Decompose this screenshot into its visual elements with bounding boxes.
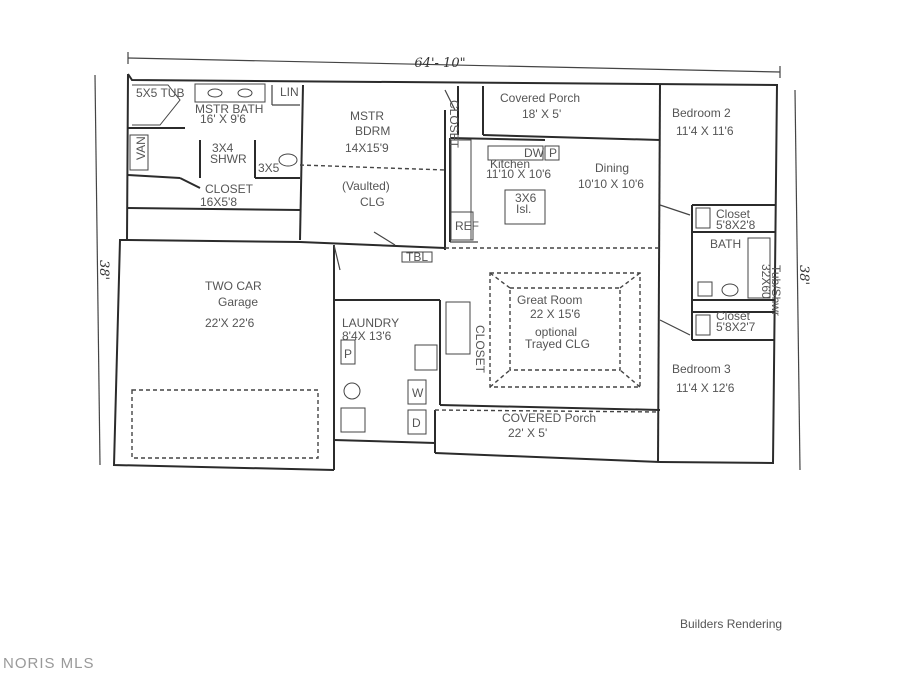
dishwasher-label: DW [524, 146, 545, 160]
garage-label-2: Garage [218, 295, 258, 309]
tbl-label: TBL [406, 250, 428, 264]
wc-label: 3X5 [258, 161, 280, 175]
mstr-bdrm-label-2: BDRM [355, 124, 390, 138]
rear-porch-label: Covered Porch [500, 91, 580, 105]
washer-label: W [412, 386, 424, 400]
bedroom-wing-walls [659, 204, 775, 341]
shower-label: SHWR [210, 152, 247, 166]
mstr-bdrm-label-1: MSTR [350, 109, 384, 123]
rear-porch-size: 18' X 5' [522, 107, 561, 121]
van-label: VAN [134, 136, 148, 160]
front-porch-label: COVERED Porch [502, 411, 596, 425]
caption-text: Builders Rendering [680, 617, 782, 631]
island-size: 3X6 [515, 191, 537, 205]
entry-closet-label: CLOSET [447, 100, 461, 149]
laundry-label: LAUNDRY [342, 316, 399, 330]
great-room-optional: optional [535, 325, 577, 339]
vaulted-clg-label: CLG [360, 195, 385, 209]
closet-b2-size: 5'8X2'8 [716, 218, 756, 232]
mstr-bath-label: MSTR BATH [195, 102, 263, 116]
great-room-size: 22 X 15'6 [530, 307, 581, 321]
closet-b2-label: Closet [716, 207, 751, 221]
bedroom3-label: Bedroom 3 [672, 362, 731, 376]
bath-tub-size: 32X60 [759, 264, 773, 299]
front-porch-size: 22' X 5' [508, 426, 547, 440]
width-dimension: 64'- 10" [414, 56, 465, 71]
laundry-pantry-label: P [344, 347, 352, 361]
left-depth-dimension: 38' [96, 260, 111, 280]
closet-b3-size: 5'8X2'7 [716, 320, 756, 334]
bath-tub-label: Tub/Shwr [769, 265, 783, 316]
kitchen-label: Kitchen [490, 157, 530, 171]
great-room-closet-label: CLOSET [473, 325, 487, 374]
front-porch-line [434, 409, 659, 413]
table-symbol [401, 251, 433, 263]
lin-label: LIN [280, 85, 299, 99]
bedroom3-size: 11'4 X 12'6 [676, 381, 735, 395]
dining-label: Dining [595, 161, 629, 175]
mstr-bdrm-size: 14X15'9 [345, 141, 389, 155]
exterior-walls [112, 73, 779, 471]
bedroom2-label: Bedroom 2 [672, 106, 731, 120]
garage-size: 22'X 22'6 [205, 316, 255, 330]
pantry-label: P [549, 146, 557, 160]
shower-size: 3X4 [212, 141, 234, 155]
master-closet-label: CLOSET [205, 182, 254, 196]
tub-label: 5X5 TUB [136, 86, 184, 100]
right-depth-dimension: 38' [796, 265, 811, 285]
garage-walls [131, 231, 396, 459]
dryer-label: D [412, 416, 421, 430]
mstr-bath-size: 16' X 9'6 [200, 112, 246, 126]
laundry-walls [334, 299, 661, 435]
kitchen-size: 11'10 X 10'6 [486, 167, 551, 181]
vaulted-label: (Vaulted) [342, 179, 390, 193]
great-room-trayed-clg: Trayed CLG [525, 337, 590, 351]
dimension-lines [94, 52, 801, 471]
kitchen-dining-walls [445, 86, 661, 249]
bedroom2-size: 11'4 X 11'6 [676, 124, 734, 138]
watermark-text: NORIS MLS [3, 655, 95, 672]
island-label: Isl. [516, 202, 531, 216]
great-room-label: Great Room [517, 293, 582, 307]
ref-label: REF [455, 219, 479, 233]
garage-label-1: TWO CAR [205, 279, 262, 293]
great-room-tray [489, 272, 641, 388]
closet-b3-label: Closet [716, 309, 751, 323]
master-suite-walls [127, 83, 456, 250]
bath-label: BATH [710, 237, 741, 251]
laundry-size: 8'4X 13'6 [342, 329, 392, 343]
dining-size: 10'10 X 10'6 [578, 177, 644, 191]
master-closet-size: 16X5'8 [200, 195, 237, 209]
